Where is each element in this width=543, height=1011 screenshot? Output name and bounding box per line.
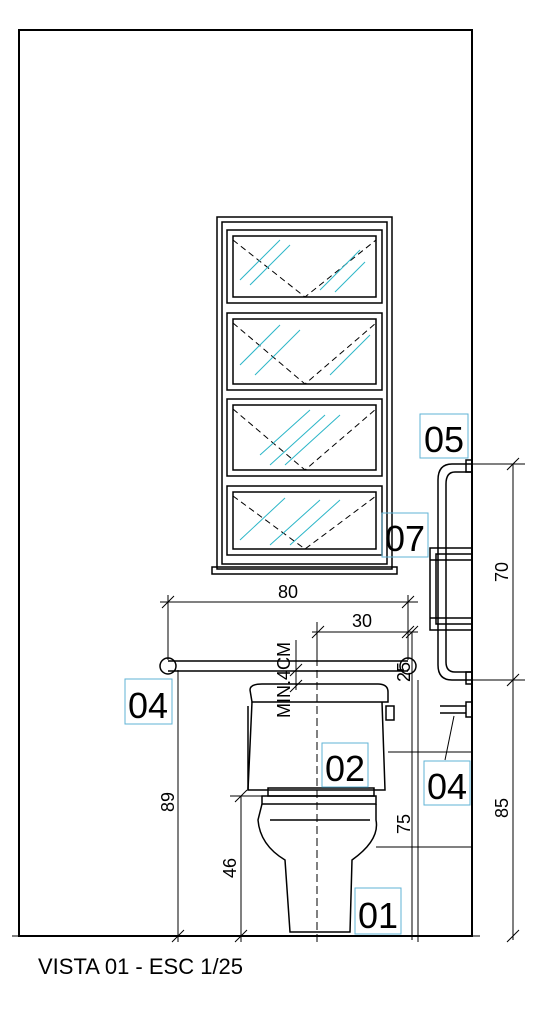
- tag-04-left: 04: [128, 685, 168, 726]
- tag-05: 05: [424, 419, 464, 460]
- tag-01: 01: [358, 895, 398, 936]
- dim-89-label: 89: [158, 792, 178, 812]
- dim-70-label: 70: [492, 562, 512, 582]
- dim-min-4cm-label: MIN.4CM: [274, 642, 294, 718]
- dim-75-label: 75: [394, 814, 414, 834]
- dim-46-label: 46: [220, 858, 240, 878]
- tag-boxes: [124, 413, 471, 935]
- dim-80-label: 80: [278, 582, 298, 602]
- dim-30-label: 30: [352, 611, 372, 631]
- vertical-grab-bar: [437, 459, 473, 685]
- window: [211, 216, 398, 575]
- tag-02: 02: [325, 748, 365, 789]
- wall-outline: [18, 29, 473, 937]
- dim-25-label: 25: [394, 662, 414, 682]
- paper-dispenser: [429, 547, 473, 631]
- dimension-lines: [12, 457, 525, 943]
- tag-07: 07: [385, 518, 425, 559]
- side-grab-bar: [440, 701, 473, 718]
- dim-85-label: 85: [492, 798, 512, 818]
- tag-04-right: 04: [427, 766, 467, 807]
- drawing-caption: VISTA 01 - ESC 1/25: [38, 954, 243, 979]
